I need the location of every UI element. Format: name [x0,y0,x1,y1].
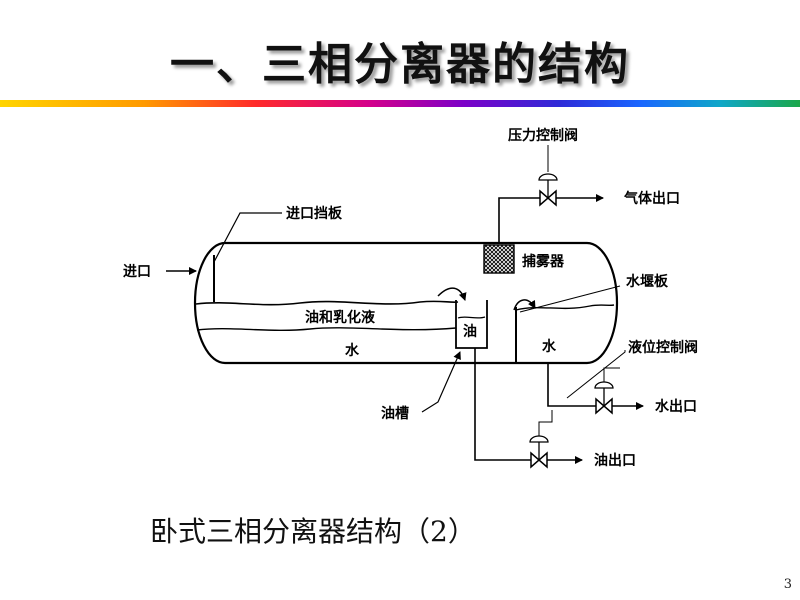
page-number: 3 [783,577,792,592]
label-oil: 油 [463,323,477,340]
label-oil-trough: 油槽 [381,405,409,422]
gas-outlet-pipe [498,197,540,243]
oil-trough-level [457,316,486,319]
overflow-arrow-oil [437,287,467,301]
vessel-shell [193,241,619,365]
title-divider [0,100,800,107]
label-oil-emulsion: 油和乳化液 [305,309,376,326]
label-weir: 水堰板 [626,273,669,290]
label-oil-outlet: 油出口 [594,452,636,469]
label-level-valve: 液位控制阀 [628,339,698,356]
label-pressure-valve: 压力控制阀 [508,127,578,144]
weir-leader [519,285,621,313]
label-mist-catcher: 捕雾器 [522,253,565,270]
oil-trough-leader [421,351,461,413]
overflow-arrow-weir [513,299,536,311]
label-water-left: 水 [345,342,360,359]
valve-actuator-oil [529,435,549,443]
label-water-right: 水 [542,338,557,355]
oil-trough-walls [455,300,488,349]
water-outlet-pipe [547,363,596,407]
oil-outlet-pipe [474,348,531,461]
label-gas-outlet: 气体出口 [623,190,680,207]
oil-surface-line [195,300,459,306]
pressure-control-valve [539,189,557,207]
label-inlet: 进口 [123,264,151,280]
valve-actuator-water [594,381,614,389]
level-control-valve [595,397,613,415]
figure-caption: 卧式三相分离器结构（2） [150,515,476,548]
water-interface-line [196,327,457,331]
level-valve-leader [566,350,626,399]
mist-catcher [483,244,515,274]
oil-valve-signal [538,410,553,436]
valve-actuator-gas [538,173,558,181]
slide-title: 一、三相分离器的结构 [170,39,630,90]
oil-outlet-valve [530,451,548,469]
level-valve-signal [603,367,620,382]
label-water-outlet: 水出口 [655,398,697,415]
inlet-baffle-leader [213,212,282,263]
label-inlet-baffle: 进口挡板 [286,205,343,222]
